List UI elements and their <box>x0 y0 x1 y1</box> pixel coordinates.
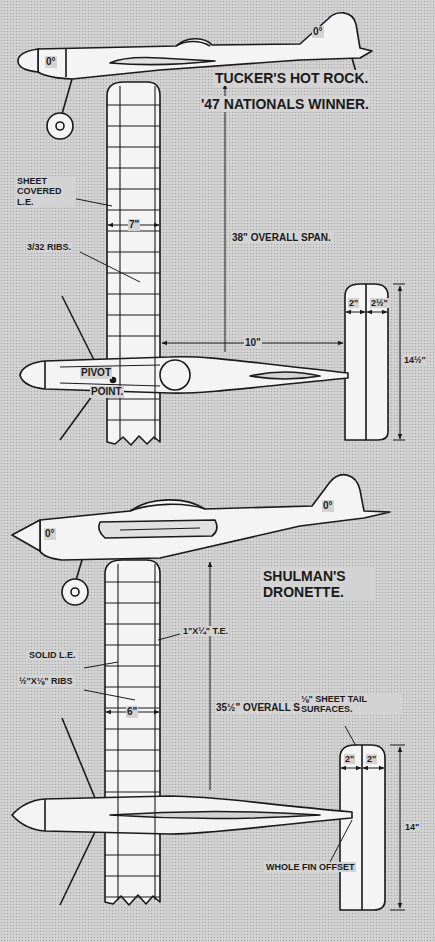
dimension: 2½" <box>370 298 389 308</box>
spinner <box>18 49 38 72</box>
callout-note: 1"X¼" T.E. <box>182 626 229 636</box>
angle-mark: 0° <box>322 500 334 512</box>
dimension: 7" <box>128 219 140 231</box>
stab-top-2 <box>340 745 385 910</box>
angle-mark: 0° <box>45 56 57 68</box>
angle-mark: 0° <box>44 528 56 540</box>
callout-note: 3/32 RIBS. <box>26 242 72 252</box>
plane-name: SHULMAN'S DRONETTE. <box>262 568 374 600</box>
angle-mark: 0° <box>312 26 324 38</box>
dimension: 10" <box>244 337 262 349</box>
fuselage-top-2 <box>12 796 352 834</box>
wing-top-2 <box>105 560 160 905</box>
callout-note: SHEET COVERED L.E. <box>16 176 76 207</box>
callout-note: PIVOT <box>80 367 112 379</box>
dimension: 6" <box>126 706 138 718</box>
dimension: 14" <box>404 822 420 832</box>
dimension: 14½" <box>403 355 427 365</box>
nose-2 <box>12 520 40 551</box>
dimension: 2" <box>344 754 355 764</box>
callout-note: ⅛" SHEET TAIL SURFACES. <box>300 694 402 715</box>
wing-section <box>110 58 215 65</box>
callout-note: POINT. <box>90 386 124 398</box>
fuselage-side-2 <box>40 475 390 560</box>
callout-note: ½"X⅛" RIBS <box>18 676 74 686</box>
callout-note: SOLID L.E. <box>28 650 77 660</box>
fuselage-top <box>20 357 348 393</box>
dimension: 2" <box>348 298 359 308</box>
plane-name: TUCKER'S HOT ROCK. <box>214 70 369 86</box>
dimension: 38" OVERALL SPAN. <box>231 232 332 244</box>
dimension: 2" <box>366 754 377 764</box>
plane-note: '47 NATIONALS WINNER. <box>200 96 370 112</box>
wing-section-2 <box>99 520 217 538</box>
callout-note: WHOLE FIN OFFSET <box>265 862 356 872</box>
stab-top <box>345 284 388 440</box>
